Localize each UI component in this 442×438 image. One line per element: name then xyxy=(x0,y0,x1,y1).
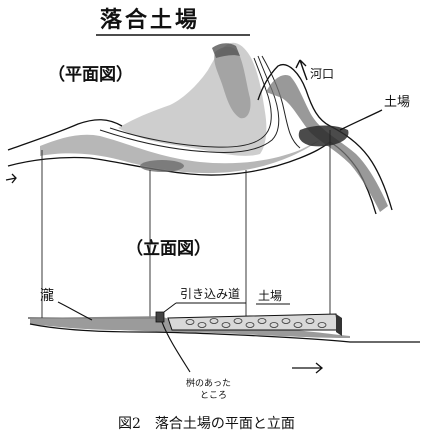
gravel-stone xyxy=(245,322,255,328)
figure-caption: 図2 落合土場の平面と立面 xyxy=(118,416,295,432)
projection-lines xyxy=(41,130,331,318)
doba-plan-label: 土場 xyxy=(384,95,410,110)
gravel-stone xyxy=(197,322,207,328)
river-mouth-arrow-icon xyxy=(295,59,308,81)
hillside-shading-top xyxy=(212,43,240,58)
retaining-wall xyxy=(336,314,342,336)
gravel-stone xyxy=(293,322,303,328)
hikikomi-label: 引き込み道 xyxy=(180,287,240,301)
taki-label: 瀧 xyxy=(40,288,54,304)
river-mouth-label: 河口 xyxy=(310,67,334,81)
gravel-pattern xyxy=(185,318,327,328)
gravel-stone xyxy=(209,318,219,324)
direction-arrow-icon xyxy=(292,362,324,374)
doba-pool-dark xyxy=(298,125,349,147)
contour-line xyxy=(109,57,272,148)
plan-view: 河口 土場 xyxy=(5,42,410,215)
river-main-lower-bank xyxy=(7,141,331,176)
gravel-stone xyxy=(269,322,279,328)
masu-label-line2: ところ xyxy=(200,390,227,401)
masu-label-line1: 桝のあった xyxy=(186,377,231,389)
flow-arrow-icon xyxy=(5,173,17,184)
elevation-view: 瀧 引き込み道 土場 桝のあった ところ xyxy=(28,287,420,401)
doba-platform xyxy=(167,313,339,331)
gravel-stone xyxy=(185,319,195,325)
diagram-title: 落合土場 xyxy=(100,7,200,33)
gravel-stone xyxy=(233,318,243,324)
plan-view-label: （平面図） xyxy=(48,64,133,85)
masu-leader-line xyxy=(161,321,191,373)
contour-line xyxy=(261,55,301,149)
hillside-shading-dark xyxy=(214,46,251,119)
contour-line xyxy=(99,55,280,153)
river-main-water xyxy=(40,134,320,174)
doba-leader-line xyxy=(339,109,383,131)
gravel-stone xyxy=(317,322,327,328)
ground-profile xyxy=(29,323,420,343)
river-pool xyxy=(140,160,184,172)
gravel-stone xyxy=(221,322,231,328)
gravel-stone xyxy=(281,318,291,324)
gravel-stone xyxy=(305,318,315,324)
doba-elevation-label: 土場 xyxy=(258,289,282,303)
tributary-outer-bank xyxy=(257,64,393,211)
hikikomi-leader xyxy=(163,302,177,313)
masu-box xyxy=(155,311,165,323)
taki-leader-line xyxy=(57,301,93,321)
gravel-stone xyxy=(257,318,267,324)
elevation-view-label: （立面図） xyxy=(126,238,211,259)
river-main-upper-bank xyxy=(7,119,123,151)
